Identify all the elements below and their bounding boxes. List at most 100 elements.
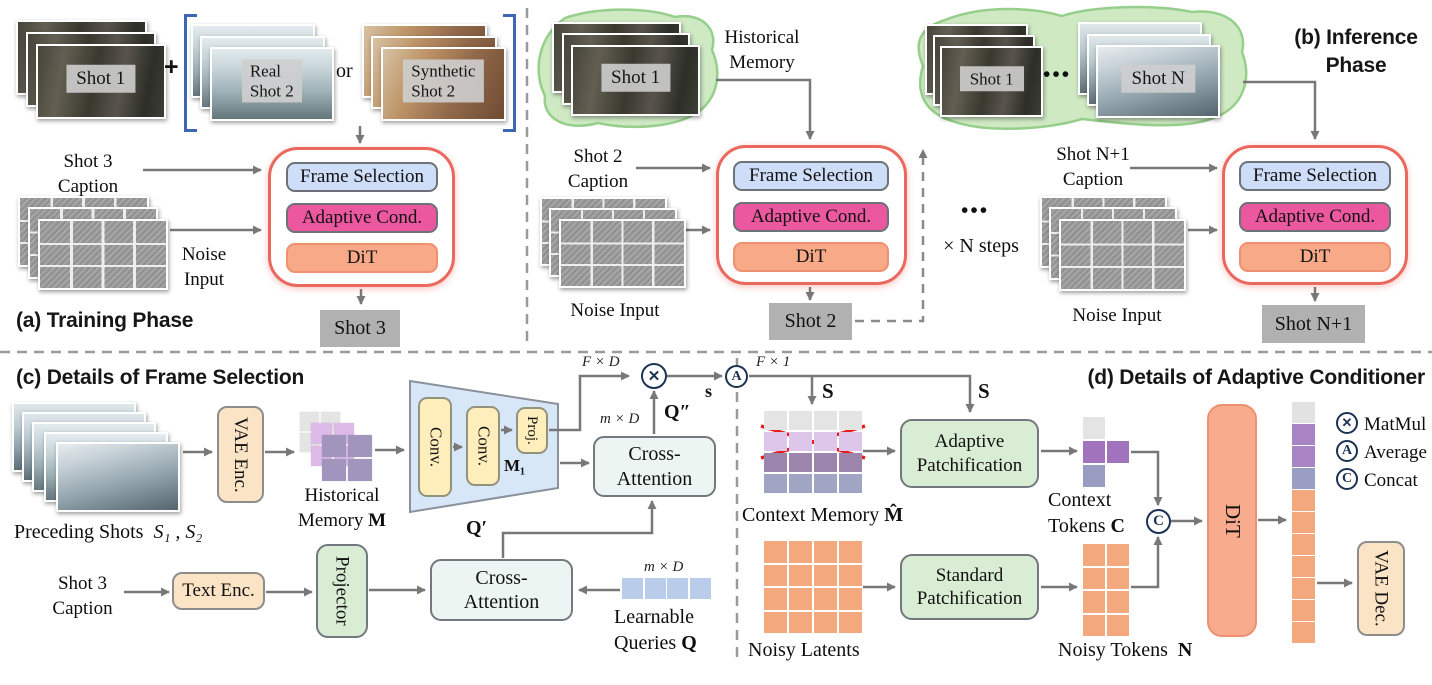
cross-attention-box-top: Cross- Attention: [593, 436, 716, 497]
token-cell: [1083, 544, 1105, 566]
arrow-ctxtokens-to-concat: [1131, 450, 1163, 506]
noise-input-label-a: Noise Input: [181, 244, 227, 290]
context-token-tile: [1107, 441, 1129, 463]
learnable-queries-label: Learnable Queries Q: [614, 606, 697, 654]
shot-frame-front: Shot 1: [35, 43, 166, 119]
token-cell: [1107, 591, 1129, 613]
mxd-queries-label: m × D: [644, 559, 684, 575]
learnable-queries-tiles: [622, 578, 711, 599]
noisy-tokens-grid: [1083, 544, 1129, 636]
latent-cell: [789, 564, 812, 586]
noise-stack-bN: [1040, 196, 1186, 291]
memoryN-shot1-stack: Shot 1: [925, 24, 1043, 117]
shot-frame-front: Shot 1: [940, 46, 1043, 117]
context-memory-grid: [764, 411, 862, 493]
dit-block-bN: DiT: [1239, 242, 1391, 272]
noisy-tokens-label: Noisy Tokens N: [1058, 639, 1193, 661]
panel-c-title: (c) Details of Frame Selection: [16, 366, 305, 389]
memory-cell: [789, 453, 812, 472]
matmul-glyph: ✕: [647, 368, 661, 385]
token-cell: [1083, 591, 1105, 613]
latent-cell: [789, 541, 812, 563]
memory-cell: [322, 459, 346, 481]
shot3-output-box: Shot 3: [320, 310, 400, 347]
memory-grid-front: [322, 435, 372, 481]
shot-frame-front: Shot 1: [571, 44, 700, 116]
latent-cell: [814, 588, 837, 610]
conv2-box: Conv.: [466, 406, 500, 486]
memory-shot1-label: Shot 1: [601, 63, 671, 92]
historical-memory-label: Historical Memory: [724, 27, 800, 73]
shot2-output-box: Shot 2: [769, 303, 852, 340]
noisy-latents-grid: [764, 541, 862, 633]
memory-cell: [322, 435, 346, 457]
vae-dec-box: VAE Dec.: [1357, 541, 1405, 636]
out-token: [1292, 534, 1315, 555]
adaptive-patchification-text: Adaptive Patchification: [916, 431, 1023, 476]
arrow-qprime-path: [501, 500, 657, 558]
ellipsis-memory: •••: [1043, 62, 1072, 86]
memory-cell: [839, 453, 862, 472]
concat-glyph: C: [1341, 471, 1353, 486]
adaptive-cond-block-bN: Adaptive Cond.: [1239, 202, 1391, 232]
memoryN-shotN-label: Shot N: [1121, 64, 1195, 93]
adaptive-cond-block-b1: Adaptive Cond.: [733, 202, 889, 232]
real-shot2-stack: Real Shot 2: [191, 24, 334, 121]
or-label: or: [336, 60, 353, 82]
projector-box: Projector: [316, 544, 368, 638]
vae-enc-box: VAE Enc.: [217, 406, 264, 503]
arrow-memory1-to-model: [716, 78, 815, 140]
shot3-caption-label: Shot 3 Caption: [57, 151, 119, 197]
preceding-shots-stack: [12, 402, 180, 512]
shot3-caption-label-c: Shot 3 Caption: [52, 573, 113, 619]
shot2-caption-label: Shot 2 Caption: [567, 146, 629, 192]
noisy-latents-label: Noisy Latents: [748, 639, 860, 661]
noise-frame: [558, 218, 686, 288]
legend-matmul-label: MatMul: [1364, 414, 1427, 435]
out-token: [1292, 424, 1315, 445]
legend-concat-label: Concat: [1364, 470, 1418, 491]
memory-cell: [789, 411, 812, 430]
matmul-icon: ✕: [641, 363, 667, 389]
latent-cell: [764, 541, 787, 563]
token-cell: [1107, 544, 1129, 566]
standard-patchification-text: Standard Patchification: [916, 564, 1023, 609]
query-tile: [689, 578, 711, 599]
shot-frame-front: Synthetic Shot 2: [380, 47, 506, 121]
cross-attention-box-bottom: Cross- Attention: [430, 559, 573, 621]
shot-frame-front: Real Shot 2: [209, 47, 334, 121]
token-cell: [1083, 614, 1105, 636]
memory-cell-dropped: [764, 432, 787, 451]
matmul-glyph: ✕: [1341, 415, 1353, 430]
standard-patchification-box: Standard Patchification: [900, 554, 1039, 620]
out-token: [1292, 622, 1315, 643]
out-token: [1292, 468, 1315, 489]
adaptive-cond-block-a: Adaptive Cond.: [286, 203, 438, 233]
memory-cell-dropped: [789, 432, 812, 451]
memoryN-shotN-stack: Shot N: [1078, 22, 1220, 118]
out-token: [1292, 556, 1315, 577]
latent-cell: [764, 611, 787, 633]
token-cell: [1107, 567, 1129, 589]
out-token: [1292, 402, 1315, 423]
memory-cell-dropped: [814, 432, 837, 451]
panel-a-title: (a) Training Phase: [16, 309, 194, 332]
noise-frame: [37, 218, 168, 290]
latent-cell: [814, 611, 837, 633]
cross-attention-text: Cross- Attention: [616, 443, 693, 490]
query-tile: [667, 578, 688, 599]
legend-average-label: Average: [1364, 442, 1427, 463]
memory-cell: [764, 453, 787, 472]
latent-cell: [764, 588, 787, 610]
concat-icon: C: [1146, 509, 1171, 534]
panel-d-title: (d) Details of Adaptive Conditioner: [1087, 366, 1425, 389]
shot-frame-front: [55, 441, 180, 512]
latent-cell: [814, 541, 837, 563]
out-token: [1292, 578, 1315, 599]
context-token-tile: [1083, 441, 1105, 463]
proj-box: Proj.: [516, 407, 548, 454]
preceding-shots-label: Preceding Shots S₁ , S₂: [14, 521, 203, 543]
out-token: [1292, 490, 1315, 511]
out-token: [1292, 512, 1315, 533]
